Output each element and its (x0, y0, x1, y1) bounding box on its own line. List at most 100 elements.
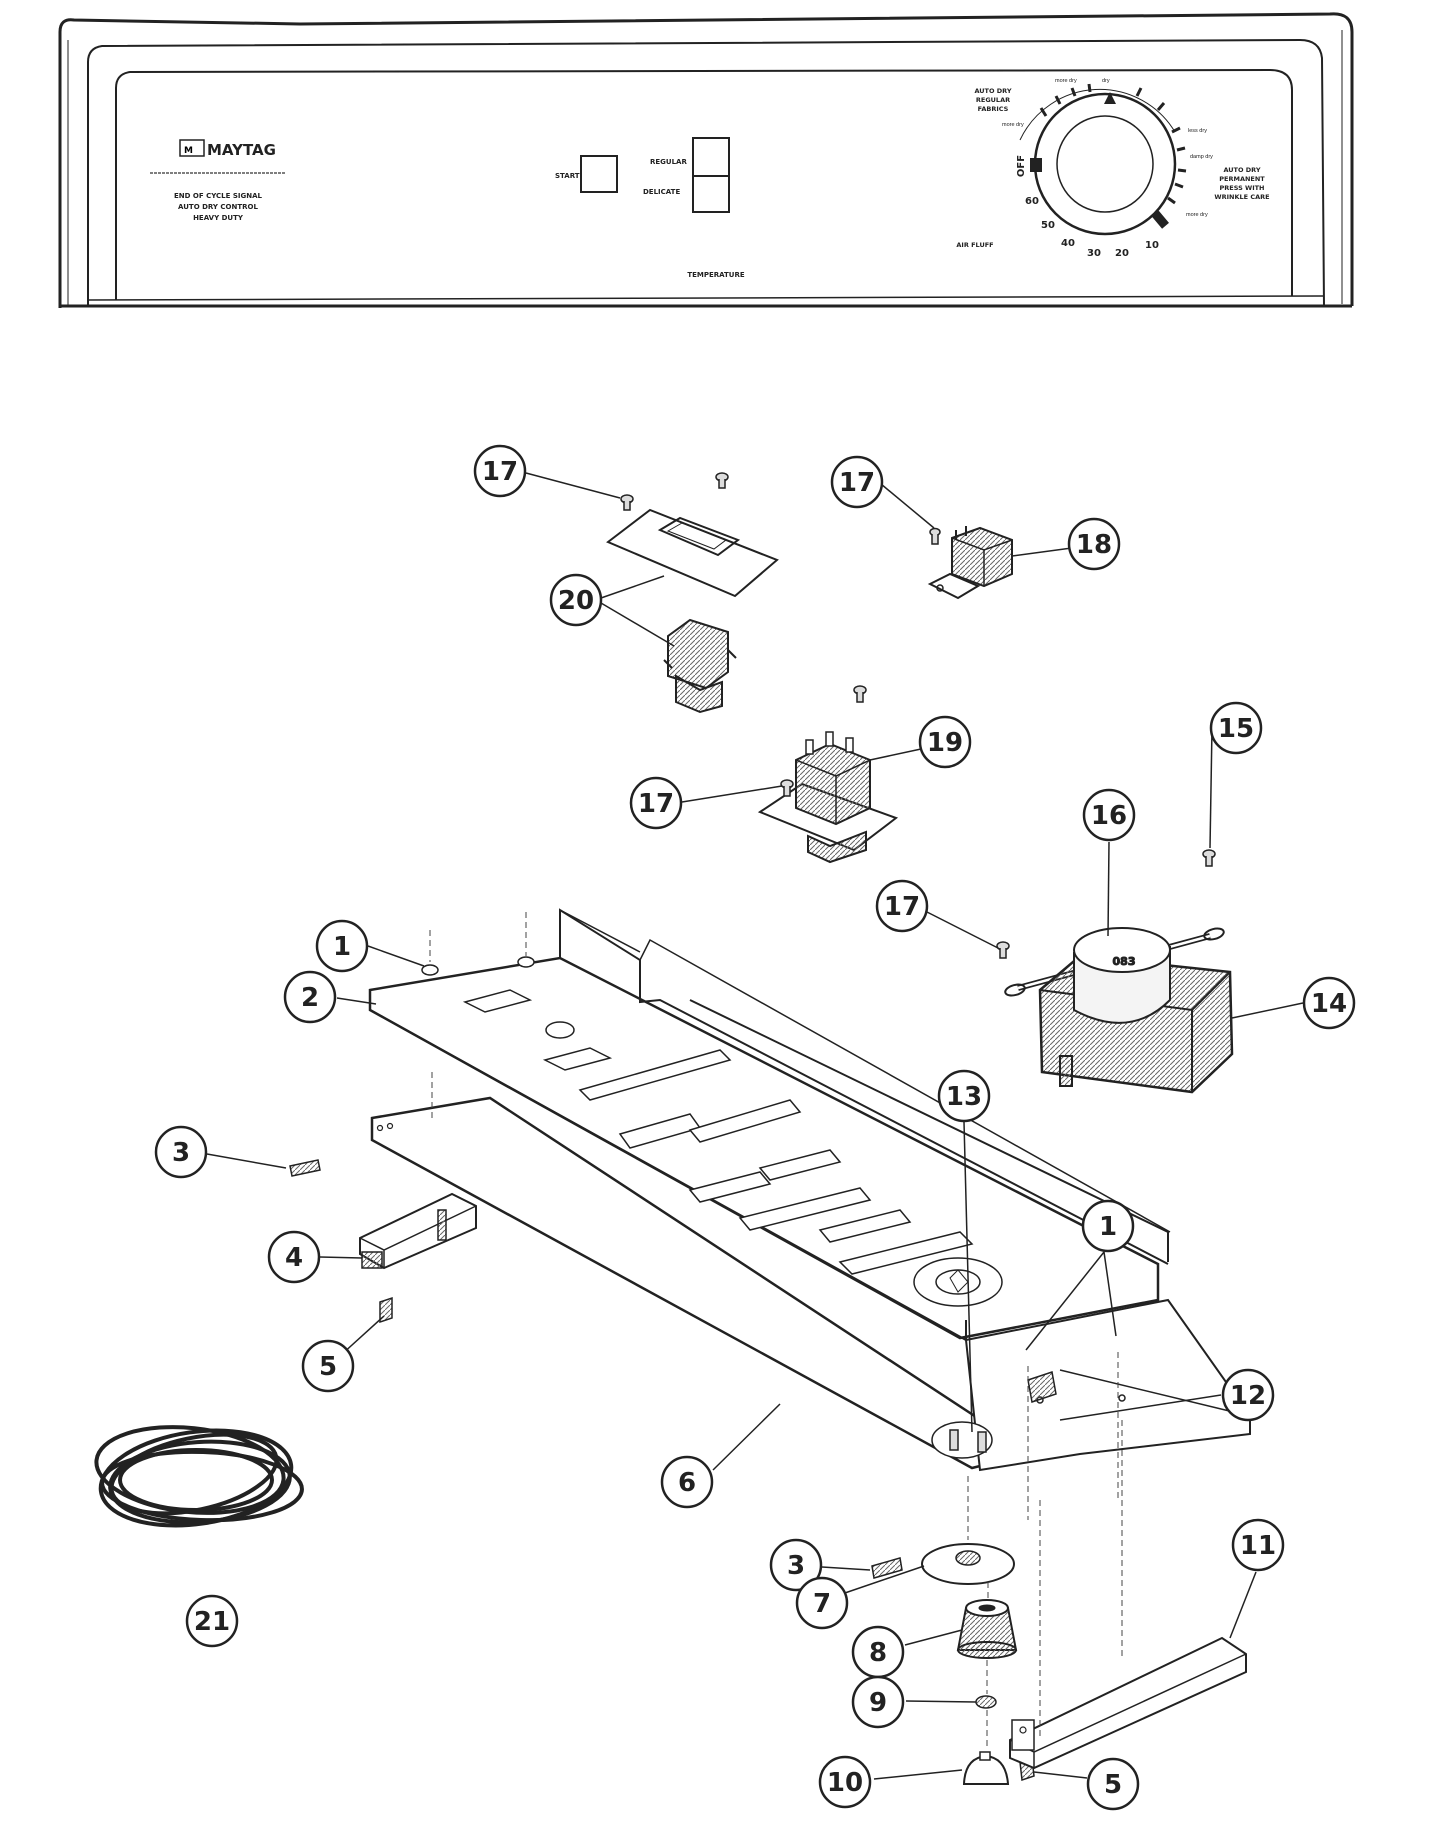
callout-17: 17 (830, 455, 884, 509)
control-panel (58, 12, 1354, 308)
callout-1: 1 (315, 919, 369, 973)
callout-1: 1 (1081, 1199, 1135, 1253)
switch-plate-window (657, 516, 741, 557)
callout-leaders (206, 472, 1304, 1780)
callout-circle (1067, 517, 1121, 571)
callout-9: 9 (851, 1675, 905, 1729)
callout-16: 16 (1082, 788, 1136, 842)
screw-part-13 (949, 1429, 987, 1453)
rocker-switch-base (675, 674, 723, 714)
delicate-button[interactable] (692, 175, 730, 213)
start-label: START (555, 172, 580, 180)
buzzer-bracket (927, 572, 981, 600)
bracket-front-lip (369, 990, 967, 1342)
callout-number: 8 (869, 1638, 887, 1668)
dial-more-dry-left: more dry (1002, 122, 1024, 128)
bracket-top-lip (559, 909, 1171, 1233)
callout-number: 7 (813, 1589, 831, 1619)
part-8-knob (956, 1599, 1018, 1659)
dial-pointer-top (1104, 92, 1116, 104)
callout-number: 1 (1099, 1212, 1117, 1242)
callout-3: 3 (154, 1125, 208, 1179)
screw-near-plate-left (620, 494, 634, 511)
dial-time-30: 30 (1087, 248, 1101, 259)
callout-number: 17 (482, 457, 518, 487)
callout-10: 10 (818, 1755, 872, 1809)
part-19-temp-switch (757, 731, 899, 864)
callout-number: 12 (1230, 1381, 1266, 1411)
switch-plate-window-inner (666, 522, 728, 550)
callout-number: 11 (1240, 1531, 1276, 1561)
dial-ticks (1039, 83, 1187, 205)
part-3-screw-left (289, 1159, 321, 1177)
timer-shaft (1059, 1055, 1073, 1087)
dial-time-50: 50 (1041, 220, 1055, 231)
dial-left-zone-line-1: AUTO DRY (974, 87, 1011, 95)
callout-2: 2 (283, 970, 337, 1024)
callout-circle (629, 776, 683, 830)
dial-air-fluff: AIR FLUFF (956, 241, 993, 249)
callout-circle (1231, 1518, 1285, 1572)
start-button[interactable] (580, 155, 618, 193)
panel-face-frame (115, 68, 1293, 300)
callout-number: 15 (1218, 714, 1254, 744)
callout-circle (875, 879, 929, 933)
callout-number: 4 (285, 1243, 303, 1273)
buzzer-body (951, 526, 1013, 588)
part-21-wire-harness (94, 1425, 304, 1528)
callout-19: 19 (918, 715, 972, 769)
dial-outer-ring (1033, 92, 1177, 236)
dial-air-fluff-marker (1151, 210, 1169, 229)
callout-number: 5 (319, 1352, 337, 1382)
part-3-screw-bottom (871, 1557, 903, 1579)
callout-circle (549, 573, 603, 627)
part-7-pivot-plate (921, 1543, 1015, 1585)
callout-17: 17 (875, 879, 929, 933)
callout-number: 3 (787, 1551, 805, 1581)
pivot-lower-disc (931, 1421, 993, 1459)
callout-18: 18 (1067, 517, 1121, 571)
panel-bottom-inner-edge (87, 295, 1325, 301)
bracket-tabs (462, 989, 974, 1275)
bottom-tray-face (964, 1298, 1251, 1472)
callout-number: 21 (194, 1607, 230, 1637)
screw-near-temp-switch (780, 779, 794, 797)
callout-number: 9 (869, 1688, 887, 1718)
part-13-pivot-disc (913, 1257, 1003, 1307)
dial-right-zone-line-1: AUTO DRY (1223, 166, 1260, 174)
callout-circle (315, 919, 369, 973)
dial-damp-dry: damp dry (1190, 154, 1213, 160)
panel-inner-frame (87, 38, 1325, 307)
callout-number: 20 (558, 586, 594, 616)
temperature-label: TEMPERATURE (687, 271, 745, 279)
callout-circle (301, 1339, 355, 1393)
callout-15: 15 (1209, 701, 1263, 755)
timer-label: 083 (1113, 955, 1136, 968)
screw-above-temp-switch (853, 685, 867, 703)
callout-number: 17 (839, 468, 875, 498)
brand-logo-box-text: M (184, 146, 193, 156)
timer-dial[interactable] (1019, 83, 1187, 236)
part-10-cap (962, 1751, 1010, 1785)
part-9-washer (975, 1695, 997, 1709)
dial-right-zone-line-4: WRINKLE CARE (1214, 193, 1269, 201)
callout-number: 6 (678, 1468, 696, 1498)
callout-number: 13 (946, 1082, 982, 1112)
regular-button[interactable] (692, 137, 730, 177)
front-rail-bottom (371, 1139, 973, 1469)
dial-time-60: 60 (1025, 196, 1039, 207)
callout-circle (1302, 976, 1356, 1030)
bottom-tray-rim (1059, 1369, 1251, 1417)
part-11-support-bracket (1009, 1636, 1247, 1770)
callout-circle (1086, 1757, 1140, 1811)
callout-number: 1 (333, 932, 351, 962)
dial-time-20: 20 (1115, 248, 1129, 259)
callout-number: 19 (927, 728, 963, 758)
dial-less-dry: less dry (1188, 128, 1207, 134)
panel-outer-frame (58, 12, 1354, 308)
callout-8: 8 (851, 1625, 905, 1679)
brand-logo-box (179, 139, 205, 157)
callout-number: 2 (301, 983, 319, 1013)
callout-21: 21 (185, 1594, 239, 1648)
